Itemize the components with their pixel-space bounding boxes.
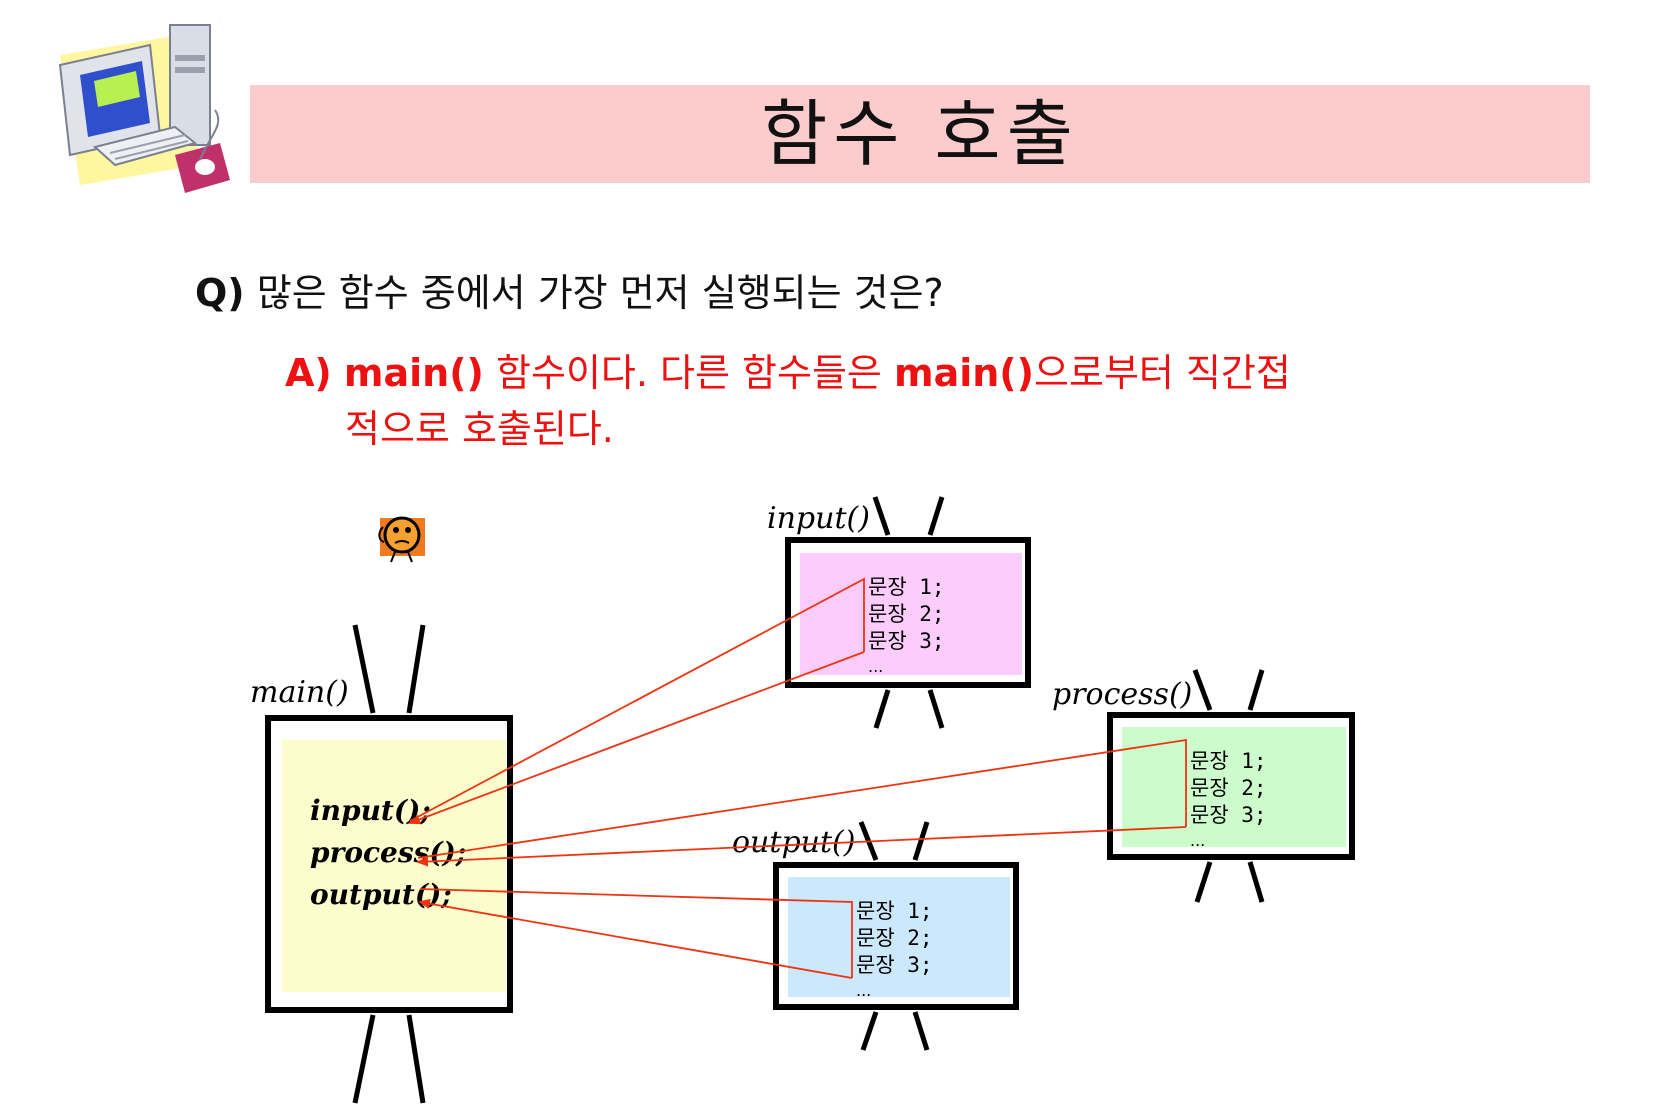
- main-call-output: output();: [310, 878, 452, 911]
- call-arrows: [408, 577, 1187, 979]
- question-prefix: Q): [195, 271, 245, 315]
- answer-text-2: 으로부터 직간접: [1034, 351, 1291, 395]
- input-statement-1: 문장 1;: [868, 575, 945, 599]
- output-more: ...: [856, 981, 871, 1000]
- confused-face-icon: [378, 516, 425, 563]
- answer-main-2: main(): [893, 351, 1035, 395]
- process-statement-2: 문장 2;: [1190, 776, 1267, 800]
- input-function-block: input() 문장 1; 문장 2; 문장 3; ...: [767, 496, 1031, 729]
- title-bar: 함수 호출: [250, 85, 1590, 183]
- page-title: 함수 호출: [761, 92, 1079, 176]
- output-function-block: output() 문장 1; 문장 2; 문장 3; ...: [732, 821, 1019, 1051]
- question-text: 많은 함수 중에서 가장 먼저 실행되는 것은?: [256, 271, 944, 315]
- input-statement-2: 문장 2;: [868, 602, 945, 626]
- arrow-call-input: [409, 577, 865, 822]
- output-statement-2: 문장 2;: [856, 926, 933, 950]
- answer: A) main() 함수이다. 다른 함수들은 main()으로부터 직간접 적…: [285, 345, 1291, 457]
- process-label: process(): [1052, 677, 1192, 712]
- main-label: main(): [250, 675, 349, 710]
- main-function-block: main() input(); process(); output();: [250, 624, 513, 1104]
- main-call-process: process();: [310, 836, 466, 869]
- answer-line-2: 적으로 호출된다.: [345, 407, 614, 451]
- arrow-return-process: [416, 826, 1187, 867]
- input-more: ...: [868, 657, 883, 676]
- arrow-call-process: [417, 738, 1187, 859]
- answer-text-1: 함수이다. 다른 함수들은: [496, 351, 882, 395]
- question: Q) 많은 함수 중에서 가장 먼저 실행되는 것은?: [195, 262, 944, 317]
- process-more: ...: [1190, 831, 1205, 850]
- output-statement-3: 문장 3;: [856, 953, 933, 977]
- arrow-return-input: [408, 651, 865, 825]
- process-statement-1: 문장 1;: [1190, 749, 1267, 773]
- answer-prefix: A): [285, 351, 332, 395]
- arrow-call-output: [419, 888, 853, 978]
- process-function-block: process() 문장 1; 문장 2; 문장 3; ...: [1052, 669, 1355, 903]
- arrow-return-output: [418, 898, 853, 979]
- process-statement-3: 문장 3;: [1190, 803, 1267, 827]
- answer-main-1: main(): [343, 351, 484, 395]
- output-statement-1: 문장 1;: [856, 899, 933, 923]
- input-label: input(): [767, 501, 870, 536]
- input-statement-3: 문장 3;: [868, 629, 945, 653]
- computer-icon: [58, 24, 230, 193]
